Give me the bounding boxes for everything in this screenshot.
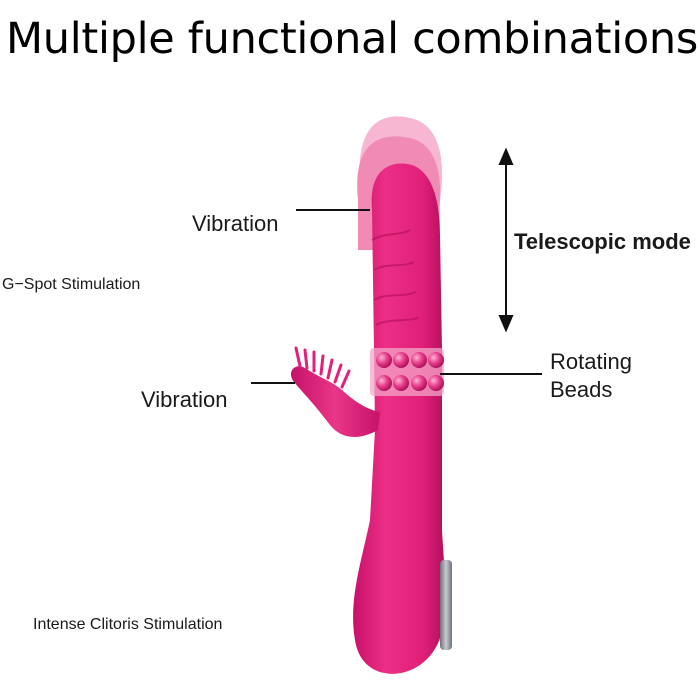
label-rotating-line2: Beads [550,377,613,402]
page-title: Multiple functional combinations [6,14,698,64]
leader-line-vibration-head [296,209,370,211]
label-vibration-arm: Vibration [141,387,228,412]
leader-line-vibration-arm [251,382,295,384]
label-vibration-head: Vibration [192,211,279,236]
telescopic-arrow-icon [498,147,514,333]
leader-line-rotating-beads [440,373,542,375]
clitoral-arm [290,366,380,437]
label-clitoris-stimulation: Intense Clitoris Stimulation [33,616,223,633]
control-panel [440,560,452,650]
label-rotating-line1: Rotating [550,349,632,374]
label-telescopic-mode: Telescopic mode [514,229,691,254]
rotating-beads [370,348,444,396]
label-g-spot: G−Spot Stimulation [2,276,141,293]
label-rotating-beads: Rotating Beads [550,348,632,404]
arm-bristles [294,346,351,389]
main-shaft [353,163,446,674]
